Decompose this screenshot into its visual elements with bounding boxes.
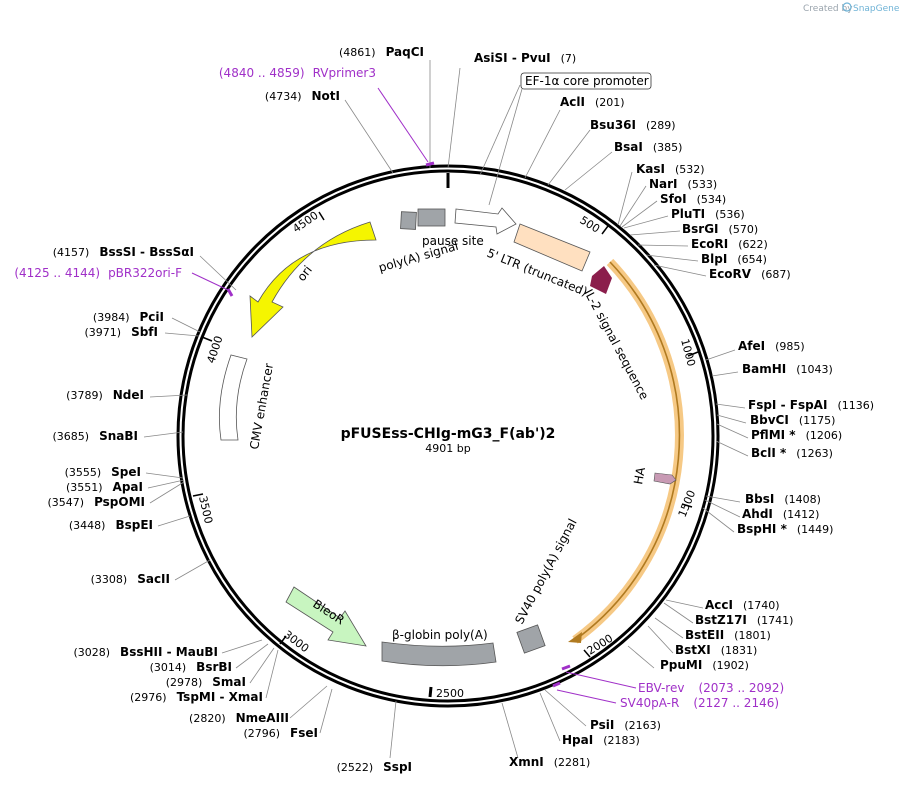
enzyme-label: HpaI(2183)	[562, 733, 640, 747]
enzyme-label: (4734)NotI	[265, 89, 340, 103]
tick-label: 2500	[436, 687, 464, 700]
snapgene-logo: SnapGene	[842, 2, 900, 14]
primer-labels: (4840 .. 4859)RVprimer3 (4125 .. 4144)pB…	[14, 66, 784, 710]
bleor-arrow	[285, 586, 367, 647]
enzyme-label: AsiSI - PvuI(7)	[474, 51, 576, 65]
enzyme-label: BstEII(1801)	[685, 628, 771, 642]
enzyme-label: BsrGI(570)	[682, 222, 758, 236]
cmv-label: CMV enhancer	[247, 362, 276, 450]
pause-site-label: pause site	[422, 234, 484, 248]
enzyme-label: BstZ17I(1741)	[695, 613, 793, 627]
enzymes-right: AsiSI - PvuI(7) AclI(201) Bsu36I(289) Bs…	[474, 51, 874, 769]
enzyme-label: (3448)BspEI	[69, 518, 153, 532]
enzyme-label: (4861)PaqCI	[339, 45, 424, 59]
leader-lines	[143, 60, 749, 759]
sv40-label: SV40 poly(A) signal	[512, 516, 579, 626]
enzyme-label: (3308)SacII	[91, 572, 170, 586]
beta-globin-box	[381, 641, 497, 667]
svg-text:SnapGene: SnapGene	[853, 4, 900, 14]
enzyme-label: BspHI *(1449)	[737, 522, 833, 536]
enzyme-label: BlpI(654)	[701, 252, 767, 266]
polya-signal-box	[400, 211, 417, 230]
enzyme-label: SfoI(534)	[660, 192, 726, 206]
ltr-box	[513, 223, 591, 272]
enzyme-label: (3971)SbfI	[85, 325, 159, 339]
enzyme-label: (2796)FseI	[243, 726, 318, 740]
enzyme-label: (3551)ApaI	[66, 480, 143, 494]
ha-arrow	[653, 472, 677, 485]
ori-arrow	[249, 221, 377, 338]
enzyme-label: AclI(201)	[560, 95, 625, 109]
enzyme-label: (3984)PciI	[93, 310, 164, 324]
primer-label: EBV-rev(2073 .. 2092)	[638, 681, 784, 695]
enzyme-label: XmnI(2281)	[509, 755, 590, 769]
enzyme-label: PluTI(536)	[671, 207, 745, 221]
sv40-polya-box	[516, 624, 546, 654]
primer-label: SV40pA-R(2127 .. 2146)	[620, 696, 779, 710]
cmv-enhancer-box	[218, 354, 248, 441]
enzyme-label: BclI *(1263)	[751, 446, 833, 460]
ef1a-label: EF-1α core promoter	[525, 74, 649, 88]
enzyme-label: PflMI *(1206)	[751, 428, 842, 442]
tick-marks	[192, 173, 699, 698]
enzyme-label: Bsu36I(289)	[590, 118, 676, 132]
enzyme-label: BbvCI(1175)	[750, 413, 835, 427]
enzyme-label: BamHI(1043)	[742, 362, 833, 376]
enzyme-label: (2978)SmaI	[166, 675, 246, 689]
enzyme-label: (3555)SpeI	[65, 465, 141, 479]
polya-signal-label: poly(A) signal	[377, 239, 460, 275]
cds-arrow	[574, 261, 681, 641]
enzyme-label: (2820)NmeAIII	[189, 711, 289, 725]
enzyme-label: NarI(533)	[649, 177, 717, 191]
tick-label: 1500	[676, 488, 699, 519]
cds-highlight	[572, 258, 684, 644]
il2-signal-arrow	[590, 266, 612, 294]
enzymes-left: (4861)PaqCI (4734)NotI (4157)BssSI - Bss…	[47, 45, 424, 774]
primer-label: (4125 .. 4144)pBR322ori-F	[14, 266, 182, 280]
enzyme-label: (2976)TspMI - XmaI	[130, 690, 263, 704]
ha-label: HA	[631, 465, 648, 485]
enzyme-label: (3547)PspOMI	[47, 495, 145, 509]
enzyme-label: BsaI(385)	[614, 140, 682, 154]
tick-label: 3500	[196, 495, 215, 525]
enzyme-label: AhdI(1412)	[742, 507, 819, 521]
enzyme-label: AccI(1740)	[705, 598, 780, 612]
enzyme-label: EcoRV(687)	[709, 267, 791, 281]
ef1a-promoter-arrow	[454, 207, 517, 235]
enzyme-label: (4157)BssSI - BssSαI	[53, 245, 194, 259]
beta-globin-label: β-globin poly(A)	[392, 628, 488, 642]
enzyme-label: (3028)BssHII - MauBI	[73, 645, 218, 659]
enzyme-label: (3789)NdeI	[66, 388, 144, 402]
enzyme-label: (3685)SnaBI	[53, 429, 138, 443]
enzyme-label: PsiI(2163)	[590, 718, 661, 732]
enzyme-label: PpuMI(1902)	[660, 658, 749, 672]
enzyme-label: BstXI(1831)	[675, 643, 757, 657]
features	[218, 207, 684, 667]
enzyme-label: BbsI(1408)	[745, 492, 821, 506]
enzyme-label: (2522)SspI	[337, 760, 412, 774]
plasmid-size: 4901 bp	[425, 442, 470, 455]
enzyme-label: FspI - FspAI(1136)	[748, 398, 874, 412]
pause-site-box	[417, 208, 446, 227]
enzyme-label: EcoRI(622)	[691, 237, 768, 251]
credit-text: Created by	[803, 4, 853, 14]
enzyme-label: AfeI(985)	[738, 339, 805, 353]
ef1a-label-box	[520, 72, 652, 90]
primer-lines	[191, 87, 637, 704]
plasmid-title: pFUSEss-CHIg-mG3_F(ab')2	[341, 426, 556, 442]
primer-label: (4840 .. 4859)RVprimer3	[219, 66, 376, 80]
enzyme-label: (3014)BsrBI	[150, 660, 232, 674]
cds-arrowhead	[568, 632, 582, 643]
enzyme-label: KasI(532)	[636, 162, 705, 176]
